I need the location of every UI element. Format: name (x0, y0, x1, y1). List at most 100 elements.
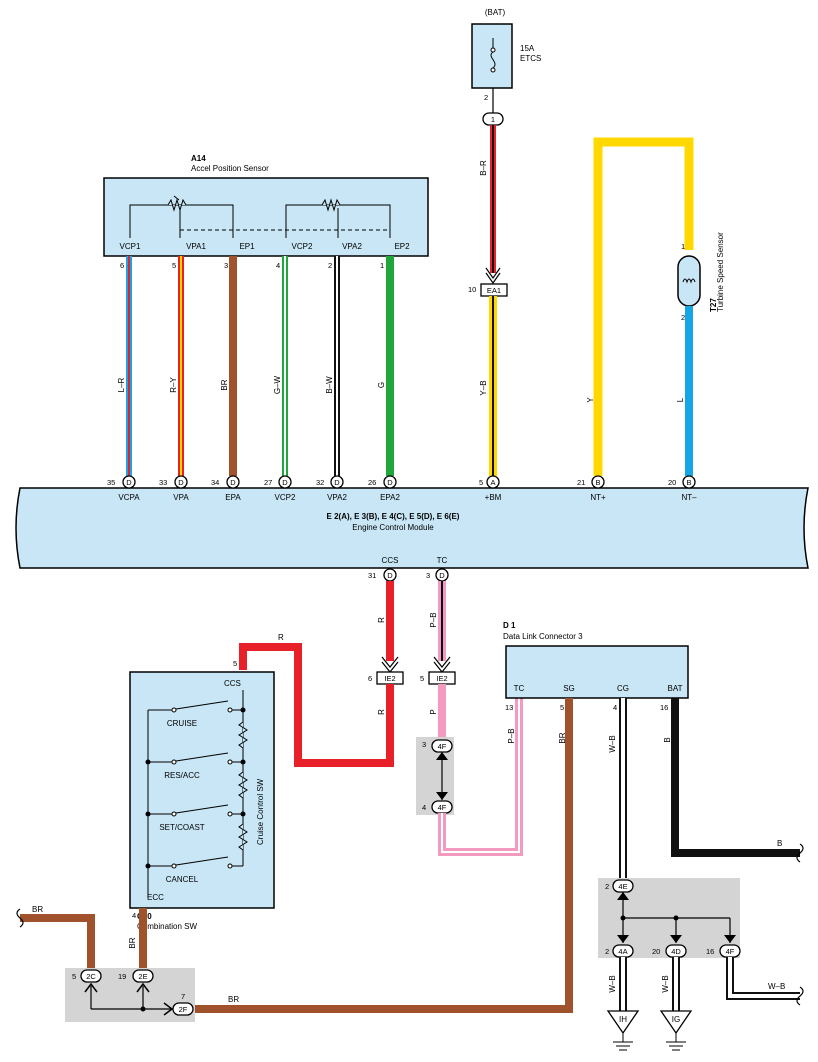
wire-b-bat: B B (663, 698, 804, 863)
ecm-pin-conn: B (595, 478, 600, 487)
j4f-label: 4F (438, 803, 447, 812)
j4d-label: 4D (671, 947, 681, 956)
ea1-pin: 10 (468, 285, 476, 294)
wire-g (386, 256, 394, 476)
wire-label-r: R (377, 617, 386, 623)
ea1-label: EA1 (487, 286, 501, 295)
wire-y-b: Y–B (479, 296, 497, 476)
engine-control-module: E 2(A), E 3(B), E 4(C), E 5(D), E 6(E) E… (15, 487, 809, 569)
switch-label: CRUISE (167, 719, 197, 728)
ecm-pin-num: 35 (107, 478, 115, 487)
ecm-pin-conn: B (686, 478, 691, 487)
sensor-code: A14 (191, 154, 206, 163)
wire-label: R–Y (169, 377, 178, 393)
wire-b-r: B–R (479, 125, 501, 285)
accel-position-sensor: A14 Accel Position Sensor VCP1 VPA1 EP1 … (103, 154, 429, 270)
ecm-pin-conn: D (334, 478, 340, 487)
switch-cancel: CANCEL (145, 856, 243, 884)
dlc-pin-name: BAT (668, 684, 683, 693)
ie2-label: IE2 (436, 674, 447, 683)
ecm-name: Engine Control Module (352, 523, 434, 532)
wire-p-b-tc: P–B (429, 581, 451, 673)
sensor-pin-num: 4 (276, 261, 280, 270)
wire-label-p-b: P–B (507, 728, 516, 743)
ecm-pin-name: CCS (382, 556, 399, 565)
ecm-pin-name: NT– (681, 493, 697, 502)
wire-label-b: B (777, 839, 782, 848)
combo-name: Combination SW (137, 922, 197, 931)
ecm-pin-num: 21 (577, 478, 585, 487)
switch-set-coast: SET/COAST (145, 804, 246, 832)
wire-y: Y (586, 137, 694, 476)
ecm-pin-conn: D (126, 478, 132, 487)
sensor-pin-name: EP1 (239, 242, 255, 251)
switch-res-acc: RES/ACC (145, 752, 246, 780)
ground-ig-label: IG (672, 1015, 680, 1024)
j4a-label: 4A (618, 947, 627, 956)
junction-1-label: 1 (491, 115, 495, 124)
wire-label-r: R (278, 633, 284, 642)
combination-switch: 5 CCS ECC 4 C10 Combination SW Cruise Co… (129, 659, 275, 931)
ecm-pin-name: EPA (225, 493, 241, 502)
switch-label: SET/COAST (159, 823, 204, 832)
wire-label: L–R (117, 377, 126, 392)
wire-label-br: BR (558, 732, 567, 743)
ie2-pin-right: 5 (420, 674, 424, 683)
fuse-rating: 15A (520, 44, 535, 53)
dlc-code: D 1 (503, 621, 516, 630)
turbine-code: T27 (709, 298, 718, 312)
battery-label: (BAT) (485, 8, 506, 17)
ecm-pin-num: 26 (368, 478, 376, 487)
ecm-pin-name: VCPA (118, 493, 140, 502)
wire-r-y (178, 256, 184, 476)
wire-g-w (282, 256, 288, 476)
wire-label-w-b: W–B (608, 735, 617, 752)
j4f-pin-right: 16 (706, 947, 714, 956)
data-link-connector: D 1 Data Link Connector 3 TC SG CG BAT 1… (503, 621, 689, 712)
wire-label-br: BR (228, 995, 239, 1004)
dlc-pin-name: TC (514, 684, 525, 693)
switch-cruise: CRUISE (148, 700, 246, 728)
bottom-junction-panel: 5 2C 19 2E 7 2F (65, 968, 195, 1022)
ecm-top-pins: 35 D VCPA 33 D VPA 34 D EPA 27 D VCP2 32… (107, 475, 697, 502)
ground-ih: IH (606, 1010, 640, 1051)
dlc-pin-num: 16 (660, 703, 668, 712)
switch-label: CANCEL (166, 875, 199, 884)
wire-label-y-b: Y–B (479, 380, 488, 395)
j4d-pin: 20 (652, 947, 660, 956)
wire-br (229, 256, 237, 476)
wire-label: G–W (273, 375, 282, 394)
ecm-pin-conn: D (230, 478, 236, 487)
ecm-pin-conn: D (439, 571, 445, 580)
wire-p-b-dlc: P–B (438, 698, 523, 856)
sensor-box (103, 177, 429, 257)
wire-l-r (126, 256, 132, 476)
turbine-pin-bottom: 2 (681, 313, 685, 322)
wire-label-p: P (429, 709, 438, 714)
sensor-pin-name: VCP1 (120, 242, 141, 251)
wire-w-b-cg: W–B (608, 698, 627, 878)
ecm-pin-num: 34 (211, 478, 219, 487)
wire-label: BR (220, 379, 229, 390)
j2e-pin: 19 (118, 972, 126, 981)
coil-icon (682, 278, 696, 284)
ecm-pin-num: 5 (479, 478, 483, 487)
j2c-label: 2C (86, 972, 96, 981)
combo-inner-name: Cruise Control SW (256, 778, 265, 845)
ecm-pin-conn: D (178, 478, 184, 487)
dlc-name: Data Link Connector 3 (503, 632, 583, 641)
wire-r-ccs: R (377, 581, 399, 673)
dlc-pin-num: 4 (613, 703, 617, 712)
combo-ecc-pin: 4 (132, 911, 136, 920)
turbine-name: Turbine Speed Sensor (716, 232, 725, 312)
ecm-pin-name: +BM (485, 493, 502, 502)
ie2-pin-left: 6 (368, 674, 372, 683)
fuse-pin: 2 (484, 93, 488, 102)
sensor-pin-num: 2 (328, 261, 332, 270)
dlc-pin-name: CG (617, 684, 629, 693)
connector-ea1: 10 EA1 (468, 283, 508, 297)
wire-label-r: R (377, 709, 386, 715)
ecm-pin-name: EPA2 (380, 493, 400, 502)
j4a-pin: 2 (605, 947, 609, 956)
